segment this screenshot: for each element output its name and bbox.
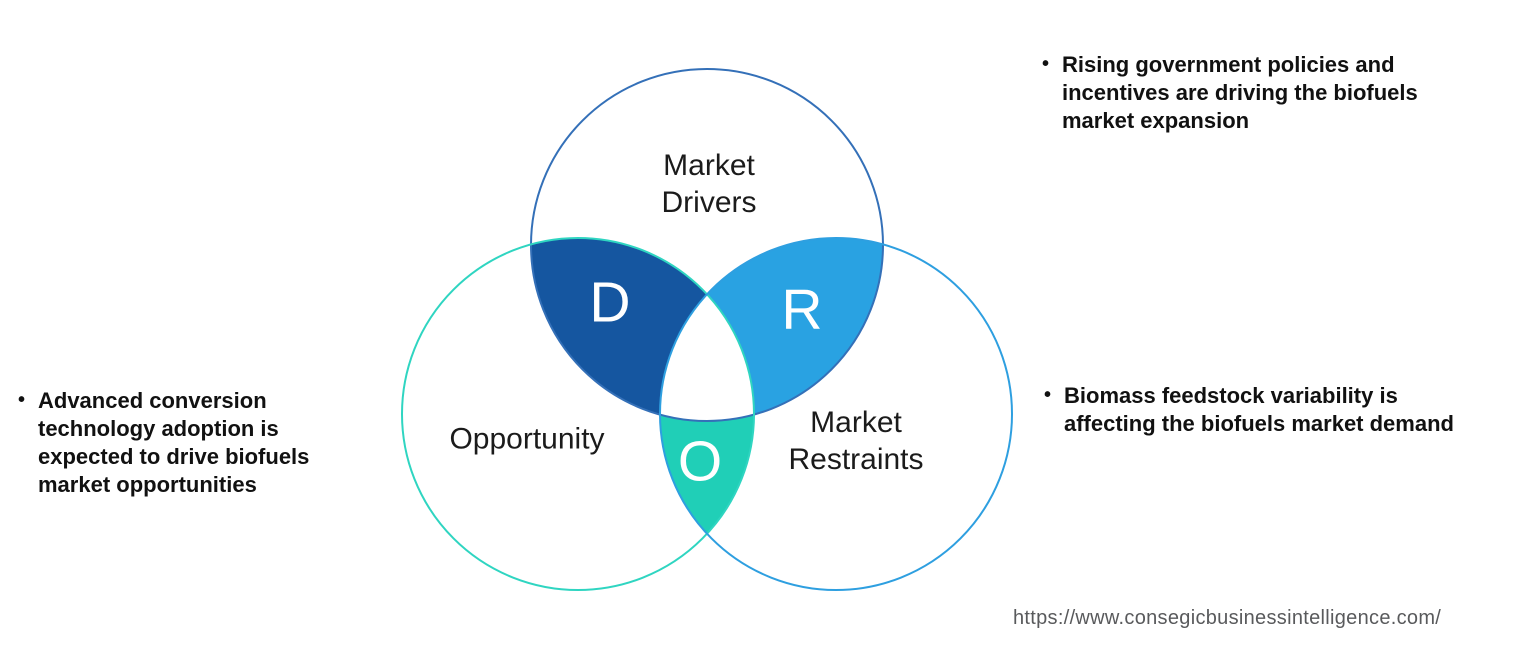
source-url: https://www.consegicbusinessintelligence…: [1013, 607, 1442, 629]
bullet-icon: •: [1044, 384, 1052, 406]
market-drivers-label-line2: Drivers: [661, 186, 757, 219]
market-drivers-label: Market Drivers: [662, 147, 757, 221]
market-restraints-label: Market Restraints: [788, 404, 923, 478]
drivers-annotation-text: Rising government policies and incentive…: [1062, 52, 1418, 133]
market-restraints-circle: [659, 237, 1013, 591]
opportunity-annotation-text: Advanced conversion technology adoption …: [38, 388, 310, 497]
letter-o: O: [677, 429, 723, 494]
restraints-annotation-text: Biomass feedstock variability is affecti…: [1064, 383, 1454, 436]
drivers-annotation: • Rising government policies and incenti…: [1042, 51, 1482, 135]
restraints-annotation: • Biomass feedstock variability is affec…: [1044, 382, 1504, 438]
bullet-icon: •: [1042, 53, 1050, 75]
letter-r: R: [781, 277, 823, 342]
market-restraints-label-line1: Market: [810, 406, 902, 439]
opportunity-label: Opportunity: [449, 422, 605, 456]
opportunity-circle: [401, 237, 755, 591]
opportunity-annotation: • Advanced conversion technology adoptio…: [18, 387, 358, 499]
bullet-icon: •: [18, 389, 26, 411]
market-drivers-label-line1: Market: [663, 149, 755, 182]
market-restraints-label-line2: Restraints: [788, 443, 924, 476]
letter-d: D: [589, 270, 631, 335]
